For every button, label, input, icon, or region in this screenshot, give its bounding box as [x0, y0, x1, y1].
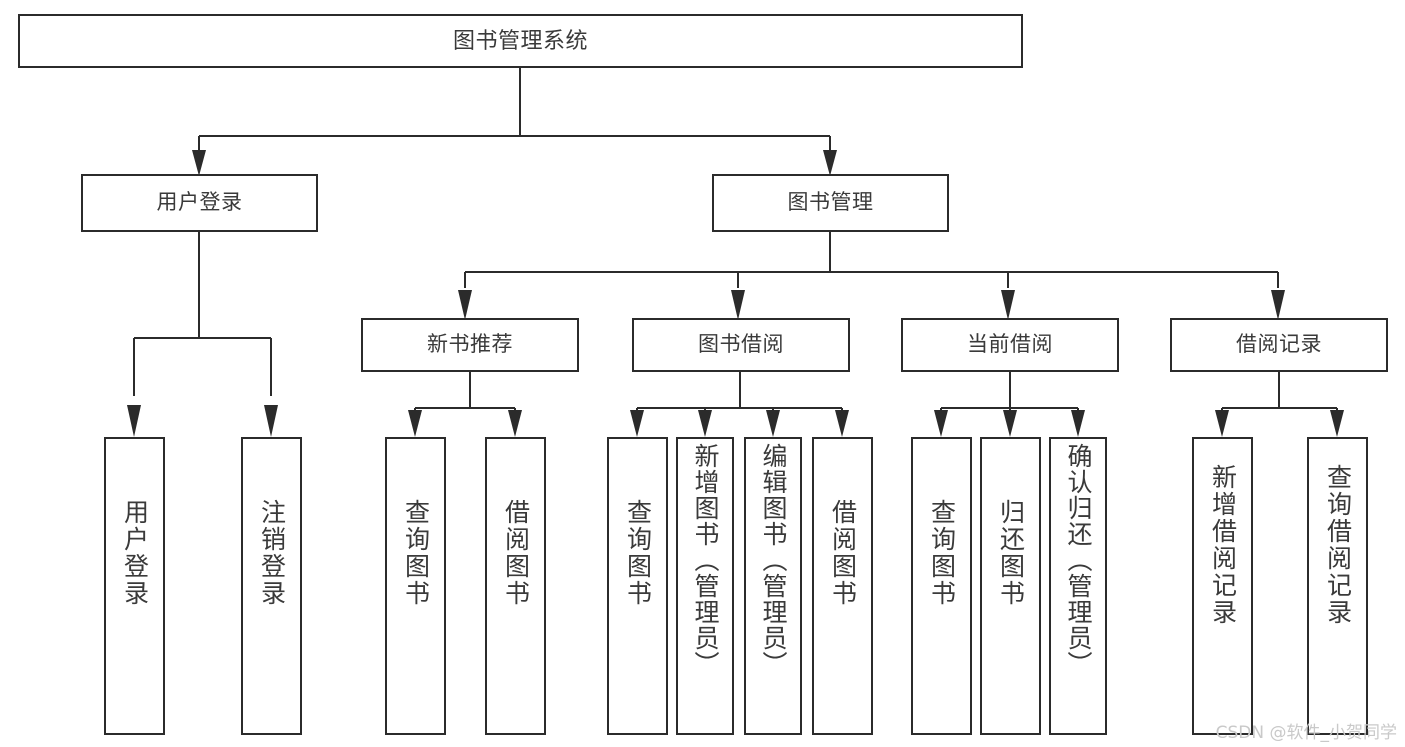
arrowhead-leaf-add-book	[698, 410, 712, 437]
arrowhead-leaf-user-login	[127, 405, 141, 437]
node-root-system[interactable]: 图书管理系统	[18, 14, 1023, 68]
node-label: 新书推荐	[427, 332, 513, 356]
arrowhead-borrow-record	[1271, 290, 1285, 320]
node-borrow-record[interactable]: 借阅记录	[1170, 318, 1388, 372]
node-leaf-borrow-book-1[interactable]: 借阅图书	[485, 437, 546, 735]
node-label: 用户登录	[120, 499, 149, 607]
node-label: 编辑图书（管理员）	[759, 443, 787, 677]
node-leaf-query-book-2[interactable]: 查询图书	[607, 437, 668, 735]
node-leaf-confirm-return[interactable]: 确认归还（管理员）	[1049, 437, 1107, 735]
node-label: 用户登录	[156, 190, 243, 214]
arrowhead-leaf-query-book-3	[934, 410, 948, 437]
arrowhead-book-manage	[823, 150, 837, 176]
node-label: 注销登录	[257, 499, 286, 607]
node-label: 确认归还（管理员）	[1064, 443, 1092, 677]
node-leaf-query-book-3[interactable]: 查询图书	[911, 437, 972, 735]
node-label: 借阅图书	[501, 499, 530, 607]
node-label: 借阅记录	[1236, 332, 1322, 356]
node-leaf-user-login[interactable]: 用户登录	[104, 437, 165, 735]
arrowhead-leaf-borrow-book-1	[508, 410, 522, 437]
node-leaf-user-logout[interactable]: 注销登录	[241, 437, 302, 735]
node-label: 归还图书	[996, 499, 1025, 607]
csdn-watermark: CSDN @软件_小贺同学	[1215, 723, 1397, 743]
node-label: 借阅图书	[828, 499, 857, 607]
node-label: 新增图书（管理员）	[691, 443, 719, 677]
node-user-login[interactable]: 用户登录	[81, 174, 318, 232]
node-current-borrow[interactable]: 当前借阅	[901, 318, 1119, 372]
node-leaf-query-record[interactable]: 查询借阅记录	[1307, 437, 1368, 735]
arrowhead-leaf-query-record	[1330, 410, 1344, 437]
arrowhead-current-borrow	[1001, 290, 1015, 320]
node-leaf-query-book-1[interactable]: 查询图书	[385, 437, 446, 735]
arrowhead-leaf-add-record	[1215, 410, 1229, 437]
arrowhead-leaf-user-logout	[264, 405, 278, 437]
node-book-borrow[interactable]: 图书借阅	[632, 318, 850, 372]
node-label: 当前借阅	[967, 332, 1053, 356]
arrowhead-leaf-query-book-2	[630, 410, 644, 437]
node-book-manage[interactable]: 图书管理	[712, 174, 949, 232]
node-label: 新增借阅记录	[1208, 464, 1237, 626]
arrowhead-book-borrow	[731, 290, 745, 320]
node-leaf-add-book[interactable]: 新增图书（管理员）	[676, 437, 734, 735]
node-label: 查询借阅记录	[1323, 464, 1352, 626]
node-leaf-add-record[interactable]: 新增借阅记录	[1192, 437, 1253, 735]
node-label: 图书管理	[787, 190, 874, 214]
node-label: 查询图书	[623, 499, 652, 607]
arrowhead-user-login	[192, 150, 206, 176]
arrowhead-new-book-recommend	[458, 290, 472, 320]
node-leaf-return-book[interactable]: 归还图书	[980, 437, 1041, 735]
node-label: 图书管理系统	[452, 28, 588, 54]
arrowhead-leaf-query-book-1	[408, 410, 422, 437]
arrowhead-leaf-borrow-book-2	[835, 410, 849, 437]
node-label: 图书借阅	[698, 332, 784, 356]
node-leaf-borrow-book-2[interactable]: 借阅图书	[812, 437, 873, 735]
arrowhead-leaf-confirm-return	[1071, 410, 1085, 437]
node-new-book-recommend[interactable]: 新书推荐	[361, 318, 579, 372]
arrowhead-leaf-edit-book	[766, 410, 780, 437]
node-label: 查询图书	[401, 499, 430, 607]
node-label: 查询图书	[927, 499, 956, 607]
node-leaf-edit-book[interactable]: 编辑图书（管理员）	[744, 437, 802, 735]
arrowhead-leaf-return-book	[1003, 410, 1017, 437]
